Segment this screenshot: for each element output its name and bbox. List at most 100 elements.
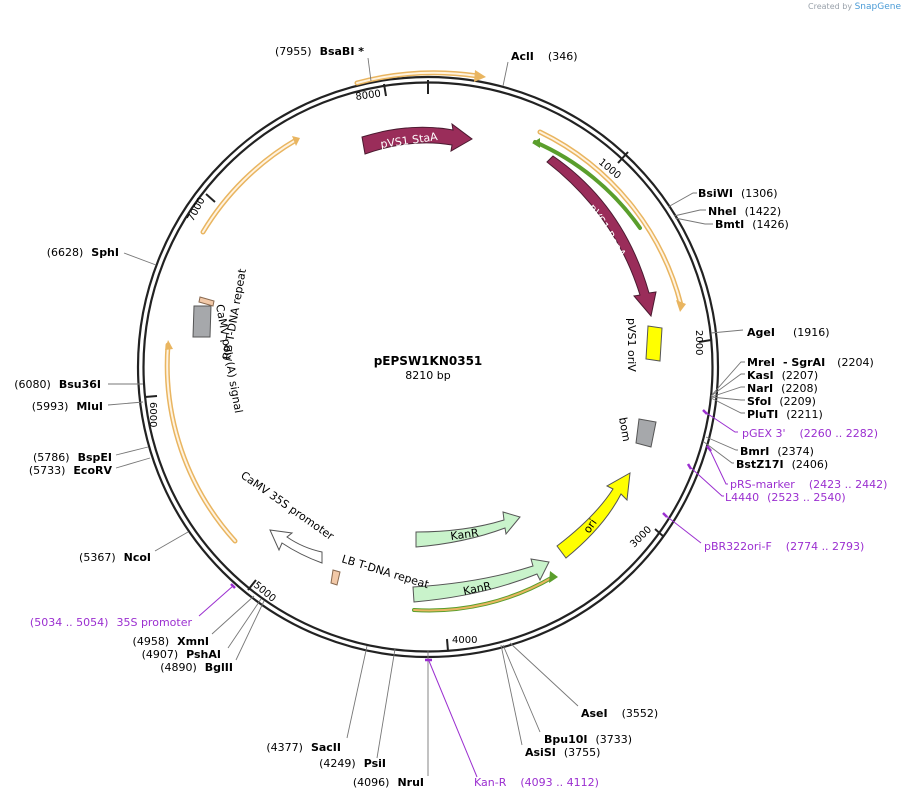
site-label-acli[interactable]: AclI(346) bbox=[511, 50, 578, 63]
site-label-bsu36i[interactable]: (6080)Bsu36I bbox=[14, 378, 101, 391]
primer-mark-prs-marker bbox=[706, 445, 712, 452]
leader-bsiwi bbox=[667, 192, 697, 208]
tick-5000 bbox=[247, 579, 257, 591]
tick-label-7000: 7000 bbox=[186, 196, 208, 224]
credit-label: Created by SnapGene bbox=[808, 2, 901, 12]
orf-arc-right-green bbox=[533, 140, 642, 230]
site-label-mlui[interactable]: (5993)MluI bbox=[32, 400, 103, 413]
feature-rb-tdna-repeat[interactable] bbox=[198, 296, 215, 307]
orf-arc-upperleft-inner bbox=[202, 139, 297, 233]
orf-head-bottom bbox=[549, 571, 558, 583]
primer-label-l4440[interactable]: L4440(2523 .. 2540) bbox=[725, 491, 846, 504]
tick-label-4000: 4000 bbox=[452, 635, 477, 646]
site-label-asisi[interactable]: AsiSI(3755) bbox=[525, 746, 600, 759]
leader-ecorv bbox=[115, 457, 151, 469]
feature-pvs1-oriv[interactable] bbox=[645, 325, 663, 362]
feature-ori[interactable] bbox=[556, 472, 631, 559]
site-label-bstz17i[interactable]: BstZ17I(2406) bbox=[736, 458, 828, 471]
leader-mlui bbox=[107, 401, 144, 406]
orf-arc-right-inner bbox=[539, 131, 682, 306]
site-label-sphi[interactable]: (6628)SphI bbox=[47, 246, 119, 259]
leader-acli bbox=[502, 61, 509, 87]
leader-ncoi bbox=[154, 531, 189, 552]
feature-camv-polya[interactable] bbox=[192, 305, 212, 338]
leader-bspei bbox=[115, 446, 149, 456]
site-label-agei[interactable]: AgeI(1916) bbox=[747, 326, 830, 339]
orf-head-green-right bbox=[532, 138, 540, 148]
feature-pvs1-repa[interactable] bbox=[546, 155, 657, 318]
leader-bpu10i bbox=[502, 644, 541, 733]
site-label-nari[interactable]: NarI(2208) bbox=[747, 382, 818, 395]
primer-label-pgex3[interactable]: pGEX 3'(2260 .. 2282) bbox=[742, 427, 878, 440]
primer-label-pbr322ori-f[interactable]: pBR322ori-F(2774 .. 2793) bbox=[704, 540, 864, 553]
leader-bglii bbox=[235, 600, 265, 661]
primer-leaders bbox=[198, 411, 738, 778]
site-label-bmri[interactable]: BmrI(2374) bbox=[740, 445, 814, 458]
tick-7000 bbox=[205, 193, 216, 203]
site-label-psii[interactable]: (4249)PsiI bbox=[319, 757, 386, 770]
feature-label-kanr-inner: KanR bbox=[450, 526, 480, 543]
leader-sphi bbox=[123, 252, 157, 266]
leader-agei bbox=[710, 329, 744, 334]
feature-label-pvs1-oriv: pVS1 oriV bbox=[625, 318, 638, 372]
feature-label-bom: bom bbox=[616, 416, 633, 442]
site-leaders bbox=[107, 57, 745, 776]
leader-asei bbox=[509, 642, 579, 707]
primer-mark-35s bbox=[230, 583, 236, 589]
leader-asisi bbox=[500, 644, 523, 746]
tick-8000 bbox=[383, 83, 387, 97]
site-label-bpu10i[interactable]: Bpu10I(3733) bbox=[544, 733, 632, 746]
leader-pluti bbox=[710, 397, 745, 414]
site-label-mrei[interactable]: MreI- SgrAI(2204) bbox=[747, 356, 874, 369]
site-label-bglii[interactable]: (4890)BglII bbox=[160, 661, 233, 674]
orf-arc-top-inner bbox=[356, 71, 479, 84]
feature-kanr-outer[interactable] bbox=[412, 558, 550, 603]
feature-label-kanr-outer: KanR bbox=[462, 579, 493, 598]
site-label-bmti[interactable]: BmtI(1426) bbox=[715, 218, 789, 231]
site-label-ecorv[interactable]: (5733)EcoRV bbox=[29, 464, 113, 477]
feature-kanr-inner[interactable] bbox=[415, 511, 521, 548]
primer-leader-35s bbox=[198, 585, 234, 617]
orf-head-left bbox=[165, 340, 173, 350]
leader-sacii bbox=[346, 645, 368, 739]
site-label-pluti[interactable]: PluTI(2211) bbox=[747, 408, 823, 421]
site-label-bsabi[interactable]: (7955)BsaBI * bbox=[275, 45, 364, 58]
tick-label-2000: 2000 bbox=[693, 330, 704, 355]
site-label-asei[interactable]: AseI(3552) bbox=[581, 707, 658, 720]
site-label-sfoi[interactable]: SfoI(2209) bbox=[747, 395, 816, 408]
site-label-ncoi[interactable]: (5367)NcoI bbox=[79, 551, 151, 564]
site-label-pshai[interactable]: (4907)PshAI bbox=[142, 648, 221, 661]
orf-head-right bbox=[676, 300, 686, 312]
tick-4000 bbox=[446, 638, 449, 652]
feature-lb-tdna-repeat[interactable] bbox=[330, 569, 341, 586]
leader-nari bbox=[710, 386, 745, 398]
primer-mark-l4440 bbox=[686, 463, 693, 470]
plasmid-size: 8210 bp bbox=[405, 369, 450, 382]
primer-mark-pgex3 bbox=[702, 409, 708, 415]
leader-pshai bbox=[227, 598, 262, 649]
orf-arcs bbox=[164, 70, 684, 613]
feature-bom[interactable] bbox=[635, 418, 657, 448]
feature-camv-35s-promoter[interactable] bbox=[269, 529, 323, 564]
plasmid-name: pEPSW1KN0351 bbox=[374, 354, 483, 368]
site-label-nhei[interactable]: NheI(1422) bbox=[708, 205, 781, 218]
leader-bsabi bbox=[367, 57, 372, 82]
primer-label-kan-r[interactable]: Kan-R(4093 .. 4112) bbox=[474, 776, 599, 789]
site-label-nrui[interactable]: (4096)NruI bbox=[353, 776, 424, 789]
leader-sfoi bbox=[710, 396, 745, 401]
site-label-xmni[interactable]: (4958)XmnI bbox=[133, 635, 209, 648]
leader-psii bbox=[376, 648, 396, 759]
orf-arrowheads bbox=[165, 70, 686, 583]
site-label-bsiwi[interactable]: BsiWI(1306) bbox=[698, 187, 778, 200]
primer-leader-kan-r bbox=[428, 660, 478, 778]
scale-ticks bbox=[144, 80, 712, 652]
feature-pvs1-staa[interactable] bbox=[361, 122, 473, 155]
primer-label-prs-marker[interactable]: pRS-marker(2423 .. 2442) bbox=[730, 478, 887, 491]
site-label-kasi[interactable]: KasI(2207) bbox=[747, 369, 818, 382]
primer-label-35s[interactable]: (5034 .. 5054)35S promoter bbox=[30, 616, 193, 629]
tick-label-6000: 6000 bbox=[147, 402, 158, 427]
site-label-sacii[interactable]: (4377)SacII bbox=[266, 741, 341, 754]
tick-3000 bbox=[654, 528, 665, 538]
site-label-bspei[interactable]: (5786)BspEI bbox=[33, 451, 112, 464]
